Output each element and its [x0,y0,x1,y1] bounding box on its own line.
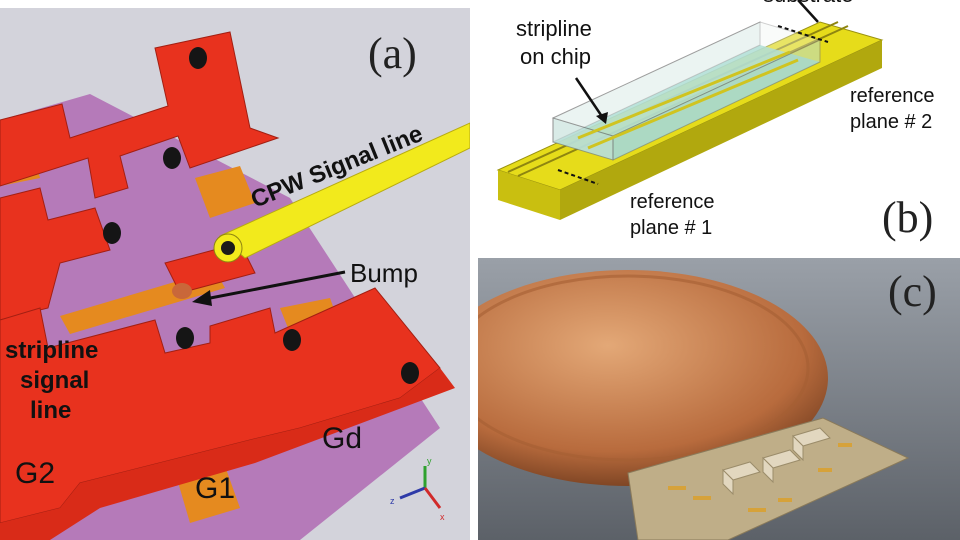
reference-plane-2 [777,25,829,43]
board-front [498,170,560,220]
stripline-arrow-head [596,112,608,124]
axis-x-icon [423,487,442,509]
chip-side-face [612,39,821,161]
via [283,329,301,351]
g1-label: G1 [195,472,235,505]
bump-arrow-head [192,290,212,306]
stripline-label-line-2: signal [20,367,89,394]
reference-plane-2-label-line-1: reference [850,85,935,107]
board-side [560,40,882,220]
panel-a-tag: (a) [368,29,417,78]
substrate-label-partial: substrate [763,0,854,7]
via [176,327,194,349]
chip-pads [668,443,852,512]
reference-plane-1 [557,169,599,185]
axis-x-label: x [440,512,445,522]
reference-plane-1-label-line-1: reference [630,191,715,213]
panel-b-stripline-on-chip-model: substrate stripline on chip reference pl… [478,0,960,250]
coin [478,270,828,486]
panel-a-cpw-to-stripline-model: (a) CPW Signal line Bump stripline signa… [0,8,470,540]
conductor-side-wall [0,368,455,540]
panel-c-tag: (c) [888,267,937,316]
stripline-signal-conductor [0,287,441,524]
panel-b-illustration: substrate stripline on chip reference pl… [478,0,960,250]
g2-label: G2 [15,457,55,490]
reference-plane-1-label-line-2: plane # 1 [630,217,712,239]
chip-substrate [627,417,910,540]
chip-stripline-fingers [577,50,799,150]
stripline-label-line-2: on chip [520,44,591,69]
stripline-label-line-1: stripline [516,16,592,41]
panel-c-illustration: (c) [478,258,960,540]
reference-plane-2-label-line-2: plane # 2 [850,111,932,133]
coin-rim [478,274,810,462]
axis-z-label: z [390,496,395,506]
axis-y-label: y [427,456,432,466]
via [189,47,207,69]
panel-a-illustration: (a) CPW Signal line Bump stripline signa… [0,8,470,540]
substrate-arrow [797,0,819,23]
via [401,362,419,384]
bump-label: Bump [350,258,418,288]
chip-blocks [722,427,831,496]
stripline-label-line-1: stripline [5,337,98,364]
via [163,147,181,169]
via [103,222,121,244]
gd-label: Gd [322,422,362,455]
bump [172,283,192,299]
ground-pad [195,166,255,218]
stripline-label-line-3: line [30,397,71,424]
stripline-arrow [574,77,605,119]
axis-z-icon [399,486,426,500]
panel-b-tag: (b) [882,193,933,242]
bump-arrow [199,270,346,302]
cpw-via [221,241,235,255]
panel-c-chip-photo: (c) [478,258,960,540]
upper-ground-conductor [0,31,280,199]
